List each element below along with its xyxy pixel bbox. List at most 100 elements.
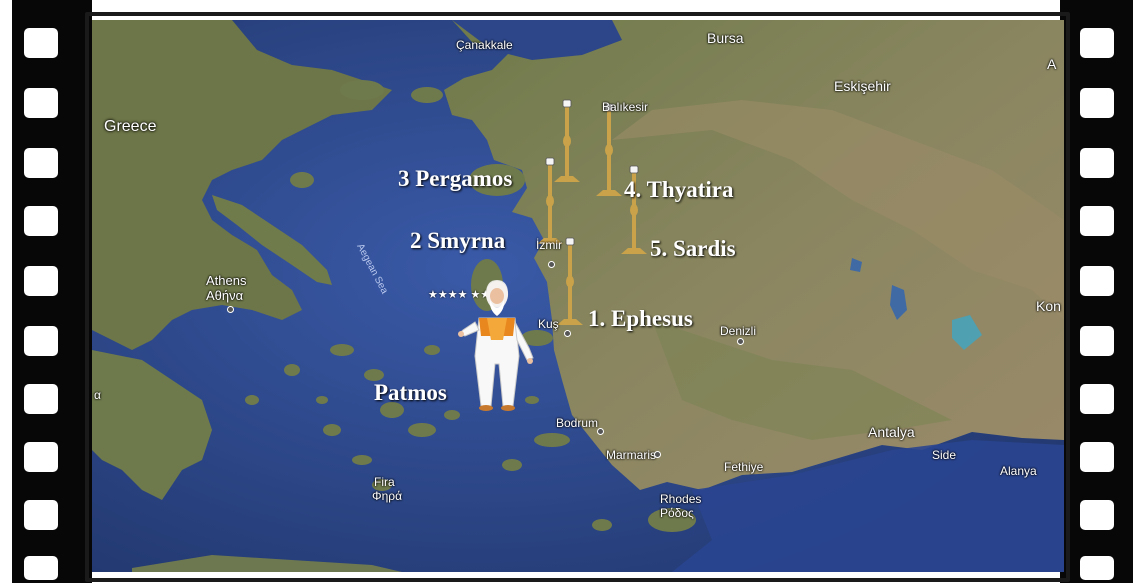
mediterranean-sea bbox=[672, 440, 1064, 572]
sprocket-hole bbox=[24, 266, 58, 296]
city-label-konya: Kon bbox=[1036, 298, 1061, 314]
city-marker-kusadasi bbox=[564, 330, 571, 337]
inland-plateau bbox=[612, 100, 1064, 320]
valley-terrain bbox=[652, 320, 952, 440]
island bbox=[444, 410, 460, 420]
island bbox=[592, 519, 612, 531]
island bbox=[340, 80, 384, 100]
kos-island bbox=[534, 433, 570, 447]
church-label-thyatira: 4. Thyatira bbox=[624, 177, 734, 202]
euboea-island bbox=[212, 195, 332, 285]
island bbox=[323, 424, 341, 436]
island bbox=[364, 369, 384, 381]
city-label-edge: A bbox=[1047, 56, 1057, 72]
film-strip-right bbox=[1060, 0, 1133, 583]
lampstands-overlay bbox=[537, 99, 647, 325]
sprocket-hole bbox=[24, 442, 58, 472]
lampstand-smyrna bbox=[537, 157, 563, 244]
city-label-edge-greek: α bbox=[94, 388, 101, 402]
sprocket-hole bbox=[1080, 556, 1114, 580]
crete-island bbox=[132, 555, 402, 572]
church-label-sardis: 5. Sardis bbox=[650, 236, 736, 261]
film-strip-left bbox=[12, 0, 92, 583]
city-label-fira: Fira bbox=[374, 475, 395, 489]
greece-mainland bbox=[92, 20, 392, 350]
city-label-athens: Athens bbox=[206, 273, 247, 288]
sprocket-hole bbox=[24, 384, 58, 414]
city-label-fethiye: Fethiye bbox=[724, 460, 764, 474]
island bbox=[380, 402, 404, 418]
lake bbox=[850, 258, 862, 272]
sprocket-hole bbox=[1080, 442, 1114, 472]
sprocket-hole bbox=[24, 500, 58, 530]
sprocket-hole bbox=[24, 28, 58, 58]
island bbox=[408, 423, 436, 437]
satellite-map: Çanakkale Bursa Eskişehir A Balıkesir İz… bbox=[92, 20, 1064, 572]
city-marker-denizli bbox=[737, 338, 744, 345]
santorini-island bbox=[372, 479, 392, 491]
sprocket-hole bbox=[1080, 266, 1114, 296]
city-label-antalya: Antalya bbox=[868, 424, 915, 440]
city-label-rhodes-greek: Ρόδος bbox=[660, 506, 694, 520]
island bbox=[502, 459, 522, 471]
city-label-kusadasi: Kuş bbox=[538, 317, 559, 331]
seven-stars-icon: ★★★★ ★★★ bbox=[428, 289, 501, 301]
country-label-greece: Greece bbox=[104, 118, 157, 135]
sprocket-hole bbox=[1080, 148, 1114, 178]
patmos-label: Patmos bbox=[374, 380, 447, 405]
city-label-athens-greek: Αθήνα bbox=[206, 288, 244, 303]
sprocket-hole bbox=[1080, 28, 1114, 58]
island bbox=[424, 345, 440, 355]
city-label-rhodes: Rhodes bbox=[660, 492, 702, 506]
church-label-smyrna: 2 Smyrna bbox=[410, 228, 506, 253]
lampstand-pergamos bbox=[554, 99, 580, 182]
island bbox=[284, 364, 300, 376]
rhodes-island bbox=[648, 508, 696, 532]
sprocket-hole bbox=[1080, 206, 1114, 236]
island bbox=[245, 395, 259, 405]
island bbox=[352, 455, 372, 465]
city-marker-marmaris bbox=[654, 451, 661, 458]
lesbos-island bbox=[469, 164, 525, 196]
city-marker-bodrum bbox=[597, 428, 604, 435]
lampstand-thyatira bbox=[596, 103, 622, 196]
church-label-pergamos: 3 Pergamos bbox=[398, 166, 513, 191]
city-label-side: Side bbox=[932, 448, 957, 462]
city-label-balikesir: Balıkesir bbox=[602, 100, 649, 114]
lampstand-sardis bbox=[621, 165, 647, 254]
city-label-fira-greek: Φηρά bbox=[372, 489, 403, 503]
city-label-alanya: Alanya bbox=[1000, 464, 1037, 478]
anatolia-landmass bbox=[444, 20, 1064, 490]
city-label-denizli: Denizli bbox=[720, 324, 757, 338]
frame-border bbox=[85, 12, 1070, 582]
peloponnese bbox=[92, 350, 212, 500]
island bbox=[316, 396, 328, 404]
sprocket-hole bbox=[24, 206, 58, 236]
island bbox=[290, 172, 314, 188]
city-label-bursa: Bursa bbox=[707, 30, 744, 46]
city-label-izmir: İzmir bbox=[536, 238, 562, 252]
city-label-marmaris: Marmaris bbox=[606, 448, 656, 462]
sprocket-hole bbox=[24, 148, 58, 178]
lampstand-ephesus bbox=[557, 237, 583, 325]
sprocket-hole bbox=[24, 326, 58, 356]
lake bbox=[952, 315, 982, 350]
sprocket-hole bbox=[1080, 88, 1114, 118]
city-marker-athens bbox=[227, 306, 234, 313]
island bbox=[411, 87, 443, 103]
samos-island bbox=[521, 330, 553, 346]
city-label-bodrum: Bodrum bbox=[556, 416, 599, 430]
city-label-canakkale: Çanakkale bbox=[456, 38, 513, 52]
sprocket-hole bbox=[1080, 384, 1114, 414]
sprocket-hole bbox=[24, 88, 58, 118]
sprocket-hole bbox=[1080, 326, 1114, 356]
city-label-eskisehir: Eskişehir bbox=[834, 78, 891, 94]
city-marker-izmir bbox=[548, 261, 555, 268]
patmos-island bbox=[525, 396, 539, 404]
sprocket-hole bbox=[1080, 500, 1114, 530]
church-label-ephesus: 1. Ephesus bbox=[588, 306, 693, 331]
sprocket-hole bbox=[24, 556, 58, 580]
john-figure-icon bbox=[458, 280, 534, 411]
lake bbox=[890, 285, 907, 320]
